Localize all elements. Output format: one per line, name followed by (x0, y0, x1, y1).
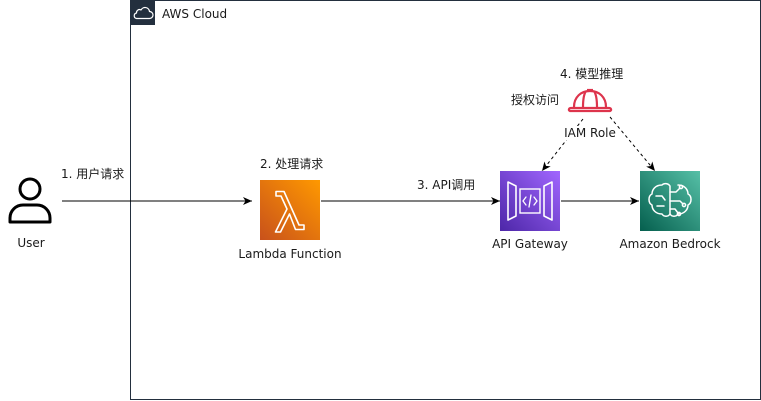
edge-label-process-request: 2. 处理请求 (260, 157, 324, 171)
bedrock-label: Amazon Bedrock (619, 237, 721, 251)
edge-iam-to-api (541, 118, 584, 172)
edge-label-model-inference: 4. 模型推理 (560, 67, 624, 81)
user-label: User (17, 236, 45, 250)
edge-label-user-request: 1. 用户请求 (61, 167, 125, 181)
api-gateway-label: API Gateway (492, 237, 568, 251)
aws-cloud-title: AWS Cloud (162, 7, 228, 21)
lambda-icon[interactable] (260, 180, 320, 240)
lambda-label: Lambda Function (238, 247, 342, 261)
cloud-icon (133, 6, 154, 20)
api-gateway-icon[interactable] (500, 171, 560, 231)
edge-label-authorized-access: 授权访问 (511, 93, 560, 107)
user-icon[interactable] (8, 177, 52, 224)
iam-role-hardhat-icon[interactable] (567, 88, 613, 113)
edge-label-api-call: 3. API调用 (417, 178, 476, 192)
bedrock-icon[interactable] (640, 171, 700, 231)
iam-role-label: IAM Role (563, 126, 617, 140)
